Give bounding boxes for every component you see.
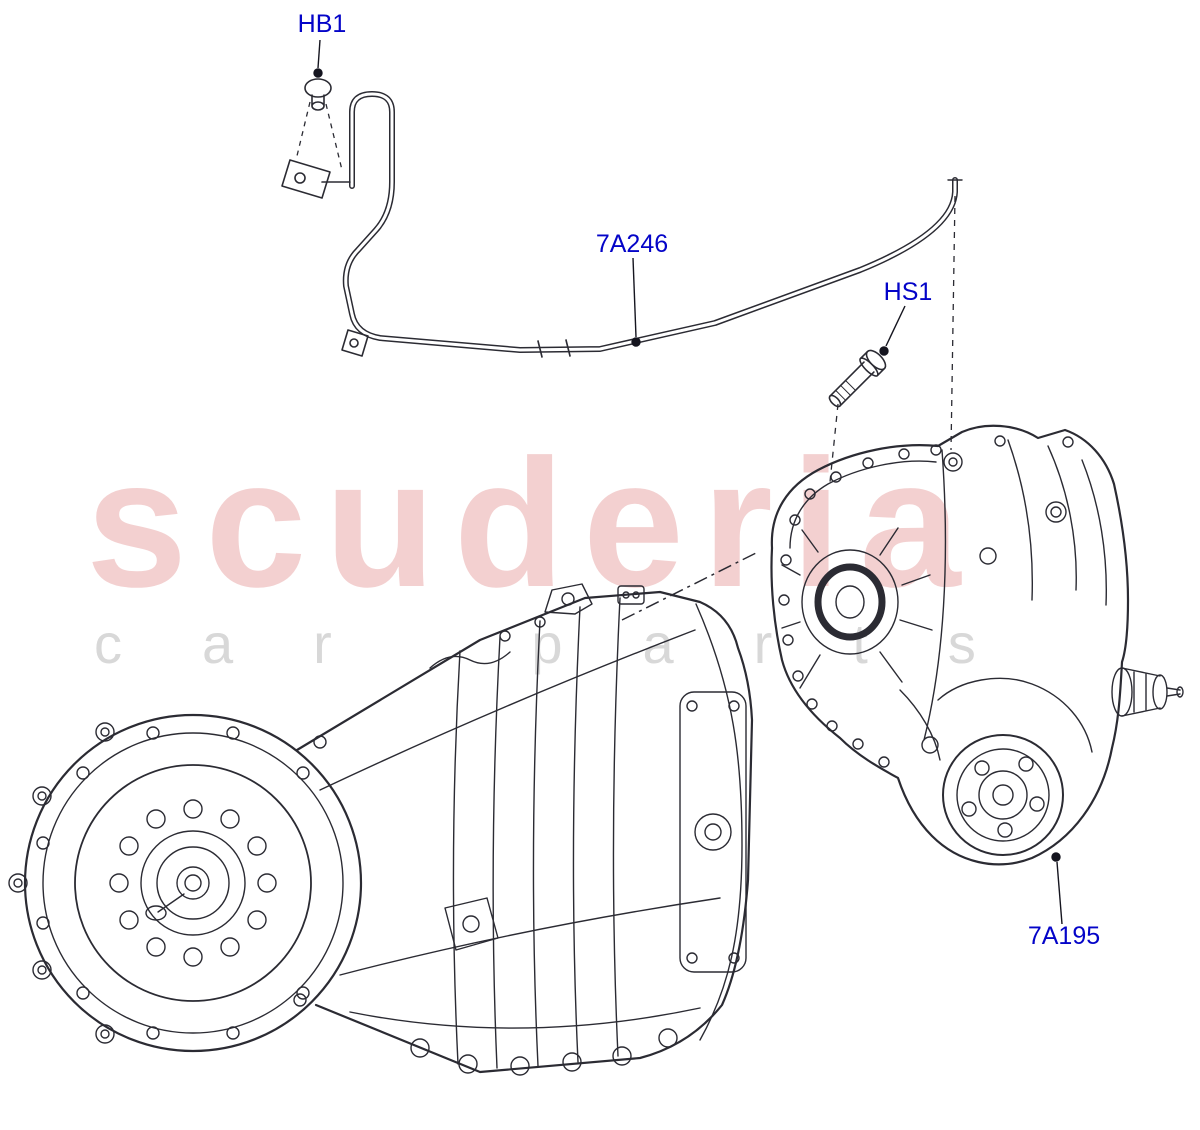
leader-dot-hb1	[313, 68, 323, 78]
leader-line-7a195	[1056, 861, 1063, 925]
bolt-hs1	[828, 349, 887, 408]
leader-line-hb1	[317, 39, 321, 69]
assembly-guide-lines	[295, 101, 956, 621]
transfer-case-assembly	[770, 424, 1184, 866]
leader-dot-7a195	[1051, 852, 1061, 862]
part-label-7a246[interactable]: 7A246	[596, 230, 668, 258]
pipe-7a246	[281, 91, 963, 358]
leader-dot-7a246	[631, 337, 641, 347]
part-label-hs1[interactable]: HS1	[884, 278, 933, 306]
part-label-7a195[interactable]: 7A195	[1028, 922, 1100, 950]
leader-lines	[313, 39, 1063, 925]
plug-hb1	[304, 78, 332, 111]
leader-line-7a246	[632, 257, 637, 338]
transmission-assembly	[8, 583, 754, 1076]
leader-line-hs1	[885, 305, 906, 347]
part-label-hb1[interactable]: HB1	[298, 10, 347, 38]
leader-dot-hs1	[879, 346, 889, 356]
watermark-primary: scuderia	[86, 421, 979, 625]
